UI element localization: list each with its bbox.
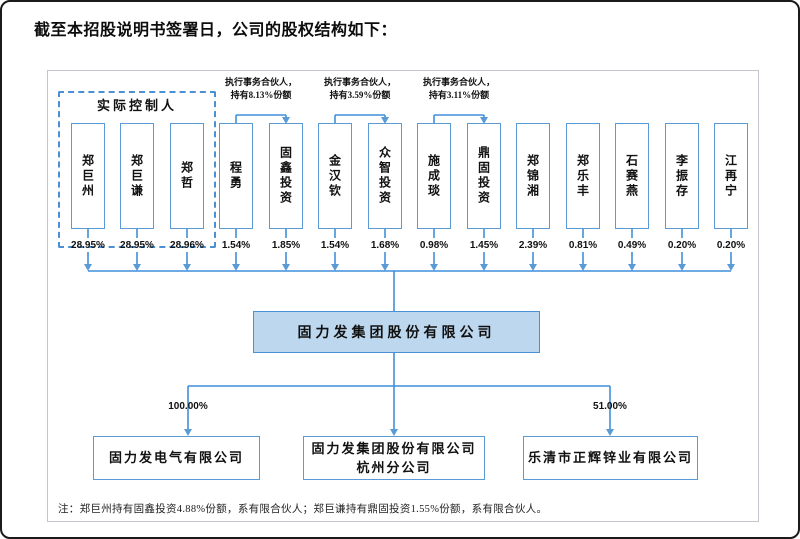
shareholder-name: 郑巨谦: [129, 153, 144, 199]
subsidiary-percent: 100.00%: [168, 401, 208, 412]
arrowhead-icon: [184, 429, 192, 436]
shareholder-name: 固鑫投资: [278, 146, 293, 206]
subsidiary-box: 固力发集团股份有限公司杭州分公司: [303, 436, 485, 480]
shareholder-percent: 0.20%: [667, 240, 697, 251]
parent-company-box: 固力发集团股份有限公司: [253, 311, 540, 353]
shareholder-box: 程勇: [219, 123, 253, 229]
arrowhead-icon: [84, 264, 92, 271]
shareholder-percent: 0.81%: [568, 240, 598, 251]
shareholder-percent: 2.39%: [518, 240, 548, 251]
arrowhead-icon: [381, 117, 389, 124]
shareholder-box: 江再宁: [714, 123, 748, 229]
connector-svg: [84, 114, 735, 436]
shareholder-box: 郑乐丰: [566, 123, 600, 229]
subsidiary-name-line: 乐清市正辉锌业有限公司: [527, 450, 693, 466]
shareholder-box: 固鑫投资: [269, 123, 303, 229]
gp-annotation: 执行事务合伙人， 持有3.11%份额: [397, 76, 521, 102]
shareholder-box: 郑哲: [170, 123, 204, 229]
shareholder-name: 程勇: [228, 161, 243, 191]
controllers-group-box: [58, 91, 216, 248]
shareholder-name: 郑巨州: [80, 153, 95, 199]
gp-annotation: 执行事务合伙人， 持有8.13%份额: [199, 76, 323, 102]
shareholder-percent: 1.85%: [271, 240, 301, 251]
arrowhead-icon: [430, 264, 438, 271]
arrowhead-icon: [727, 264, 735, 271]
subsidiary-name-line: 固力发集团股份有限公司: [311, 440, 477, 456]
arrowhead-icon: [480, 117, 488, 124]
subsidiary-percent: 51.00%: [593, 401, 627, 412]
shareholder-name: 金汉钦: [327, 153, 342, 199]
shareholder-name: 郑锦湘: [525, 153, 540, 199]
controllers-label: 实际控制人: [96, 98, 177, 113]
gp-annotation-line2: 持有8.13%份额: [230, 90, 292, 100]
arrowhead-icon: [133, 264, 141, 271]
diagram-canvas: 实际控制人 固力发集团股份有限公司 注：郑巨州持有固鑫投资4.88%份额，系有限…: [47, 70, 759, 522]
arrowhead-icon: [628, 264, 636, 271]
shareholder-box: 施成琰: [417, 123, 451, 229]
arrowhead-icon: [480, 264, 488, 271]
arrowhead-icon: [390, 429, 398, 436]
gp-annotation-line1: 执行事务合伙人，: [224, 77, 297, 87]
shareholder-percent: 28.96%: [170, 240, 204, 251]
arrowhead-icon: [282, 117, 290, 124]
arrowhead-icon: [282, 264, 290, 271]
shareholder-name: 郑乐丰: [575, 153, 590, 199]
arrowhead-icon: [183, 264, 191, 271]
gp-annotation-line1: 执行事务合伙人，: [323, 77, 396, 87]
shareholder-percent: 1.54%: [221, 240, 251, 251]
shareholder-percent: 0.20%: [716, 240, 746, 251]
shareholder-percent: 0.49%: [617, 240, 647, 251]
shareholder-name: 石赛燕: [624, 153, 639, 199]
shareholder-box: 石赛燕: [615, 123, 649, 229]
gp-annotation-line2: 持有3.59%份额: [329, 90, 391, 100]
shareholder-box: 李振存: [665, 123, 699, 229]
arrowhead-icon: [381, 264, 389, 271]
shareholder-name: 李振存: [674, 153, 689, 199]
shareholder-name: 鼎固投资: [476, 146, 491, 206]
shareholder-box: 郑巨州: [71, 123, 105, 229]
shareholder-box: 郑锦湘: [516, 123, 550, 229]
shareholder-name: 江再宁: [723, 153, 738, 199]
shareholder-percent: 1.45%: [469, 240, 499, 251]
subsidiary-box: 固力发电气有限公司: [93, 436, 260, 480]
gp-annotation-line1: 执行事务合伙人，: [422, 77, 495, 87]
shareholder-box: 鼎固投资: [467, 123, 501, 229]
arrowhead-icon: [606, 429, 614, 436]
equity-note: 注：郑巨州持有固鑫投资4.88%份额，系有限合伙人；郑巨谦持有鼎固投资1.55%…: [58, 504, 548, 515]
arrowhead-icon: [529, 264, 537, 271]
subsidiary-name-line: 固力发电气有限公司: [108, 450, 244, 466]
gp-annotation-line2: 持有3.11%份额: [428, 90, 490, 100]
shareholder-percent: 0.98%: [419, 240, 449, 251]
shareholder-percent: 1.68%: [370, 240, 400, 251]
shareholder-percent: 28.95%: [71, 240, 105, 251]
subsidiary-name-line: 杭州分公司: [356, 460, 432, 475]
arrowhead-icon: [579, 264, 587, 271]
shareholder-name: 郑哲: [179, 161, 194, 191]
arrowhead-icon: [331, 264, 339, 271]
shareholder-name: 施成琰: [426, 153, 441, 199]
arrowhead-icon: [678, 264, 686, 271]
gp-annotation: 执行事务合伙人， 持有3.59%份额: [298, 76, 422, 102]
intro-text: 截至本招股说明书签署日，公司的股权结构如下：: [34, 22, 398, 39]
shareholder-name: 众智投资: [377, 146, 392, 206]
shareholder-box: 金汉钦: [318, 123, 352, 229]
shareholder-box: 众智投资: [368, 123, 402, 229]
shareholder-box: 郑巨谦: [120, 123, 154, 229]
shareholder-percent: 1.54%: [320, 240, 350, 251]
subsidiary-box: 乐清市正辉锌业有限公司: [523, 436, 698, 480]
shareholder-percent: 28.95%: [120, 240, 154, 251]
arrowhead-icon: [232, 264, 240, 271]
